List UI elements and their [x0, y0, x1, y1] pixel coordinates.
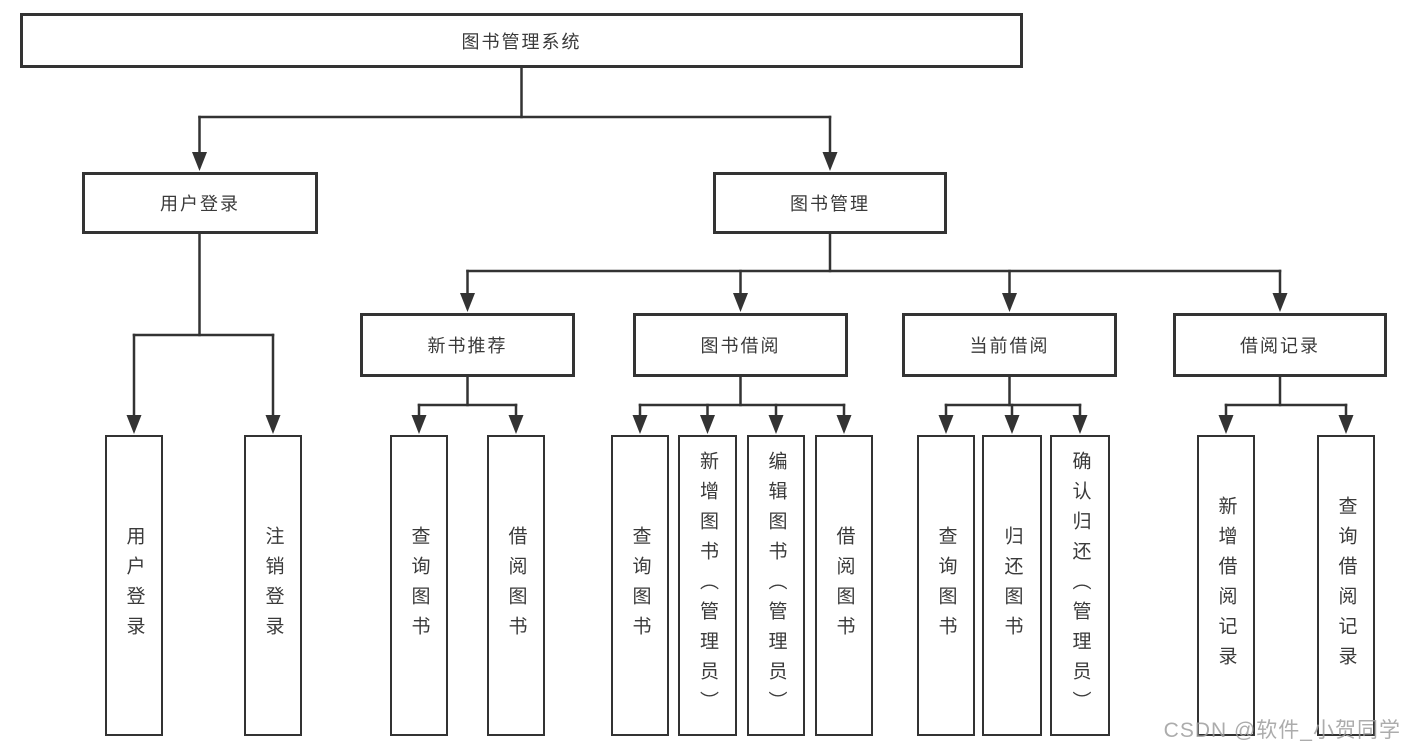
leaf-query-books-borrow: 查询图书	[611, 435, 669, 736]
node-borrow-records: 借阅记录	[1173, 313, 1387, 377]
node-current-borrow: 当前借阅	[902, 313, 1117, 377]
leaf-query-books-current: 查询图书	[917, 435, 975, 736]
csdn-watermark: CSDN @软件_小贺同学	[1163, 719, 1401, 742]
node-book-management: 图书管理	[713, 172, 947, 234]
leaf-logout: 注销登录	[244, 435, 302, 736]
node-book-borrow: 图书借阅	[633, 313, 848, 377]
arrowhead-icons	[126, 152, 1354, 434]
node-root-library-system: 图书管理系统	[20, 13, 1023, 68]
leaf-add-book-admin: 新增图书（管理员）	[678, 435, 737, 736]
node-user-login: 用户登录	[82, 172, 318, 234]
node-new-book-recommend: 新书推荐	[360, 313, 575, 377]
leaf-confirm-return-admin: 确认归还（管理员）	[1050, 435, 1110, 736]
leaf-borrow-books: 借阅图书	[815, 435, 873, 736]
leaf-query-books-recommend: 查询图书	[390, 435, 448, 736]
leaf-borrow-books-recommend: 借阅图书	[487, 435, 545, 736]
leaf-return-books: 归还图书	[982, 435, 1042, 736]
leaf-add-borrow-record: 新增借阅记录	[1197, 435, 1255, 736]
leaf-query-borrow-record: 查询借阅记录	[1317, 435, 1375, 736]
leaf-user-login: 用户登录	[105, 435, 163, 736]
leaf-edit-book-admin: 编辑图书（管理员）	[747, 435, 805, 736]
